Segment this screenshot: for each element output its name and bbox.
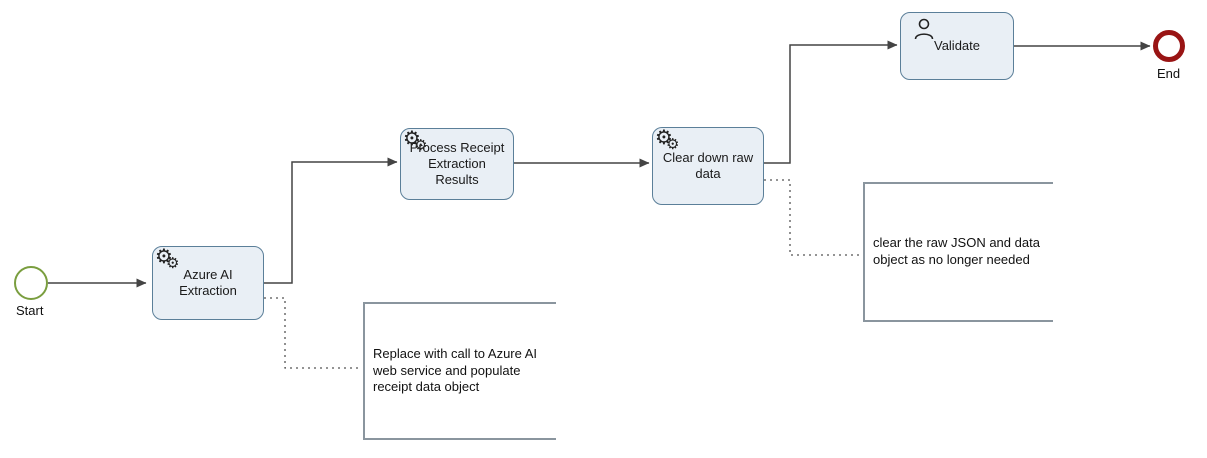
end-event-label: End: [1157, 66, 1181, 81]
task-clear-down-raw-data[interactable]: ⚙ ⚙ Clear down raw data: [652, 127, 764, 205]
task-label: Clear down raw data: [662, 149, 754, 181]
flow-clear-down-to-validate: [764, 40, 898, 164]
start-event-label: Start: [16, 303, 44, 318]
gears-icon: ⚙ ⚙: [655, 127, 680, 153]
association-clear-down-to-annotation-2: [764, 179, 861, 256]
flow-azure-to-process-receipt: [264, 157, 398, 284]
text-annotation-1: Replace with call to Azure AI web servic…: [363, 302, 556, 440]
task-azure-ai-extraction[interactable]: ⚙ ⚙ Azure AI Extraction: [152, 246, 264, 320]
gears-icon: ⚙ ⚙: [155, 246, 180, 272]
task-process-receipt-extraction-results[interactable]: ⚙ ⚙ Process Receipt Extraction Results: [400, 128, 514, 200]
text-annotation-2: clear the raw JSON and data object as no…: [863, 182, 1053, 322]
task-validate[interactable]: Validate: [900, 12, 1014, 80]
end-event[interactable]: [1153, 30, 1185, 62]
user-icon: [913, 17, 935, 45]
association-azure-to-annotation-1: [264, 297, 361, 369]
start-event[interactable]: [14, 266, 48, 300]
annotation-text: Replace with call to Azure AI web servic…: [373, 345, 538, 395]
task-label: Validate: [933, 37, 980, 53]
annotation-text: clear the raw JSON and data object as no…: [873, 235, 1040, 267]
task-label: Azure AI Extraction: [179, 266, 237, 298]
task-label: Process Receipt Extraction Results: [409, 139, 505, 188]
